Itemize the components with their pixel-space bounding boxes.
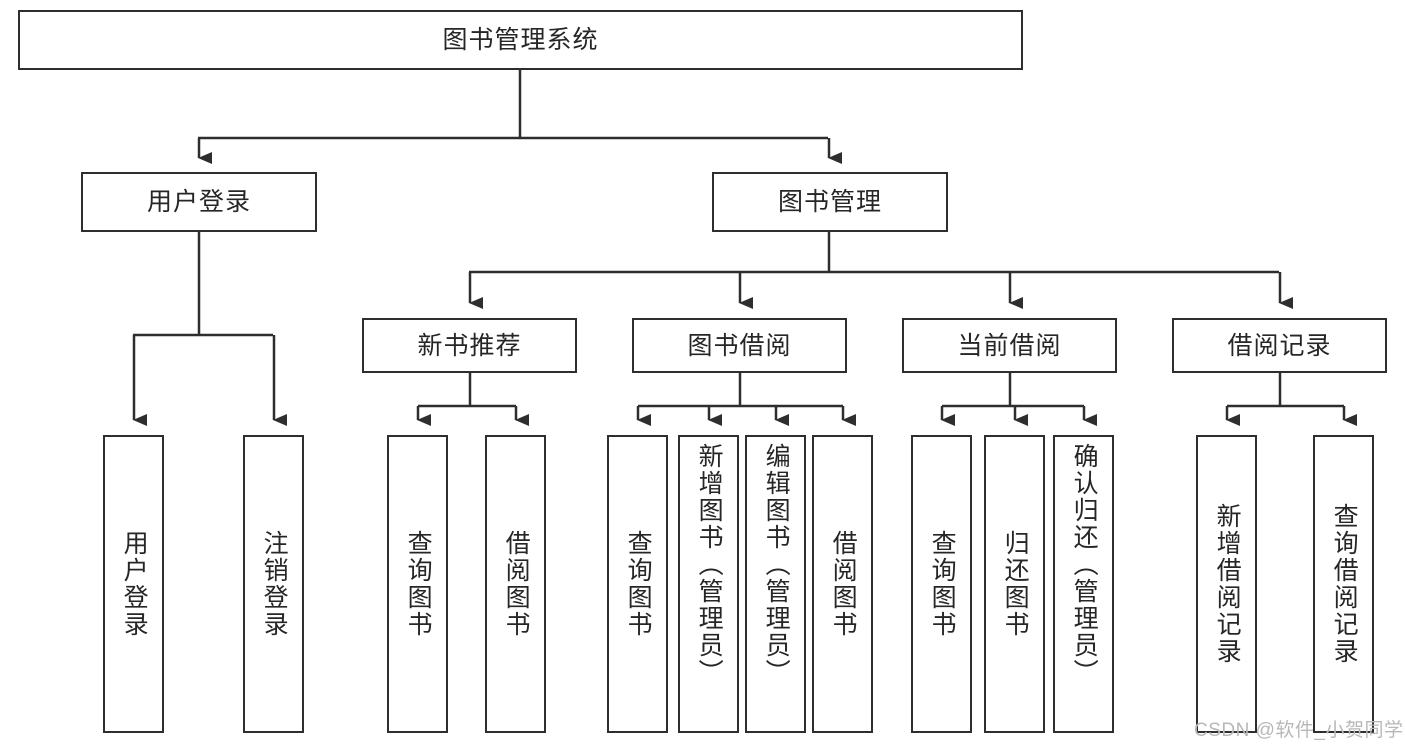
leaf-query-book-current[interactable]: 查询图书 bbox=[911, 435, 972, 733]
node-book-borrow-label: 图书借阅 bbox=[687, 331, 792, 360]
leaf-confirm-return-admin-label: 确认归还（管理员） bbox=[1070, 443, 1099, 686]
node-current-borrow[interactable]: 当前借阅 bbox=[902, 318, 1117, 373]
leaf-query-borrow-record[interactable]: 查询借阅记录 bbox=[1313, 435, 1374, 733]
leaf-borrow-book-newbooks-label: 借阅图书 bbox=[502, 530, 531, 638]
leaf-borrow-book-newbooks[interactable]: 借阅图书 bbox=[485, 435, 546, 733]
node-book-management-label: 图书管理 bbox=[777, 188, 882, 216]
node-root-label: 图书管理系统 bbox=[442, 26, 599, 54]
leaf-return-book[interactable]: 归还图书 bbox=[984, 435, 1045, 733]
leaf-logout[interactable]: 注销登录 bbox=[243, 435, 304, 733]
leaf-logout-label: 注销登录 bbox=[260, 530, 289, 638]
node-user-login[interactable]: 用户登录 bbox=[81, 172, 317, 232]
leaf-query-book-newbooks-label: 查询图书 bbox=[404, 530, 433, 638]
node-new-book-recommend-label: 新书推荐 bbox=[417, 331, 522, 360]
node-user-login-label: 用户登录 bbox=[146, 188, 251, 216]
leaf-confirm-return-admin[interactable]: 确认归还（管理员） bbox=[1053, 435, 1114, 733]
leaf-edit-book-admin[interactable]: 编辑图书（管理员） bbox=[745, 435, 806, 733]
node-borrow-records[interactable]: 借阅记录 bbox=[1172, 318, 1387, 373]
leaf-edit-book-admin-label: 编辑图书（管理员） bbox=[762, 443, 791, 686]
leaf-user-login-label: 用户登录 bbox=[120, 530, 149, 638]
leaf-add-book-admin[interactable]: 新增图书（管理员） bbox=[678, 435, 739, 733]
leaf-return-book-label: 归还图书 bbox=[1001, 530, 1030, 638]
leaf-user-login[interactable]: 用户登录 bbox=[103, 435, 164, 733]
node-current-borrow-label: 当前借阅 bbox=[957, 331, 1062, 360]
leaf-add-book-admin-label: 新增图书（管理员） bbox=[695, 443, 724, 686]
csdn-watermark: CSDN @软件_小贺同学 bbox=[1194, 720, 1404, 741]
node-book-management[interactable]: 图书管理 bbox=[712, 172, 948, 232]
leaf-query-book-current-label: 查询图书 bbox=[928, 530, 957, 638]
leaf-borrow-book-label: 借阅图书 bbox=[829, 530, 858, 638]
leaf-borrow-book[interactable]: 借阅图书 bbox=[812, 435, 873, 733]
node-new-book-recommend[interactable]: 新书推荐 bbox=[362, 318, 577, 373]
node-borrow-records-label: 借阅记录 bbox=[1227, 331, 1332, 360]
leaf-add-borrow-record[interactable]: 新增借阅记录 bbox=[1196, 435, 1257, 733]
node-root[interactable]: 图书管理系统 bbox=[18, 10, 1023, 70]
leaf-add-borrow-record-label: 新增借阅记录 bbox=[1213, 503, 1242, 665]
leaf-query-book-borrow[interactable]: 查询图书 bbox=[607, 435, 668, 733]
node-book-borrow[interactable]: 图书借阅 bbox=[632, 318, 847, 373]
leaf-query-borrow-record-label: 查询借阅记录 bbox=[1330, 503, 1359, 665]
leaf-query-book-borrow-label: 查询图书 bbox=[624, 530, 653, 638]
leaf-query-book-newbooks[interactable]: 查询图书 bbox=[387, 435, 448, 733]
